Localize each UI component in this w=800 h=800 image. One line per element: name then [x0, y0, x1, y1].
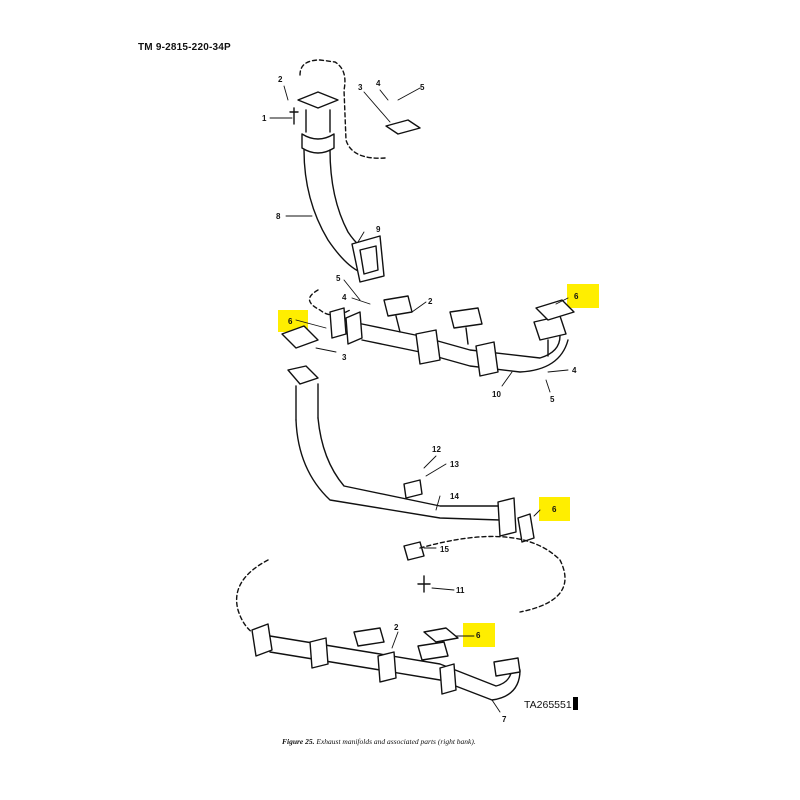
callout-11: 11 [456, 586, 465, 595]
clamp-upper [403, 479, 423, 499]
gasket-bottom [423, 627, 459, 643]
callout-6-right: 6 [574, 292, 579, 301]
callout-7: 7 [502, 715, 507, 724]
gasket-right-upper [535, 299, 575, 321]
figure-caption: Figure 25. Exhaust manifolds and associa… [282, 737, 476, 746]
callout-1: 1 [262, 114, 267, 123]
gasket-left [281, 325, 319, 349]
clamp-lower [403, 541, 425, 561]
highlight-6-bottom [463, 623, 495, 647]
artwork-id: TA265551 [524, 697, 578, 711]
callout-2-bottom: 2 [394, 623, 399, 632]
elbow-pipe-upper [297, 59, 386, 283]
callout-10: 10 [492, 390, 501, 399]
figure-number: Figure 25. [282, 737, 315, 746]
callouts: 1 2 3 4 5 8 9 5 4 2 6 6 3 10 4 5 12 13 1… [262, 75, 579, 724]
callout-5-mid: 5 [336, 274, 341, 283]
gasket-top [385, 119, 421, 135]
highlight-boxes [278, 284, 599, 647]
callout-9: 9 [376, 225, 381, 234]
flange-left [329, 307, 347, 339]
callout-13: 13 [450, 460, 459, 469]
callout-3-top: 3 [358, 83, 363, 92]
callout-6-bottom: 6 [476, 631, 481, 640]
callout-4-mid: 4 [342, 293, 347, 302]
callout-6-left: 6 [288, 317, 293, 326]
highlight-6-middle [539, 497, 570, 521]
callout-4-top: 4 [376, 79, 381, 88]
gasket-middle [517, 513, 535, 543]
crossover-pipe [287, 365, 517, 537]
callout-15: 15 [440, 545, 449, 554]
callout-8: 8 [276, 212, 281, 221]
callout-2-top: 2 [278, 75, 283, 84]
bolt-11 [417, 575, 431, 593]
callout-4-right: 4 [572, 366, 577, 375]
dashed-loop-lower [236, 535, 566, 641]
callout-5-top: 5 [420, 83, 425, 92]
artwork-id-text: TA265551 [524, 699, 572, 711]
bolt-1 [289, 107, 299, 125]
callout-3-mid: 3 [342, 353, 347, 362]
document-id: TM 9-2815-220-34P [138, 42, 231, 53]
callout-5-right: 5 [550, 395, 555, 404]
lower-manifold [251, 623, 521, 701]
callout-12: 12 [432, 445, 441, 454]
upper-manifold [308, 289, 569, 377]
highlight-6-left [278, 310, 308, 332]
callout-14: 14 [450, 492, 459, 501]
callout-2-mid: 2 [428, 297, 433, 306]
callout-6-middle: 6 [552, 505, 557, 514]
figure-caption-text: Exhaust manifolds and associated parts (… [316, 737, 476, 746]
leader-lines [269, 85, 569, 713]
artwork-id-bar [572, 697, 578, 710]
highlight-6-right [567, 284, 599, 308]
